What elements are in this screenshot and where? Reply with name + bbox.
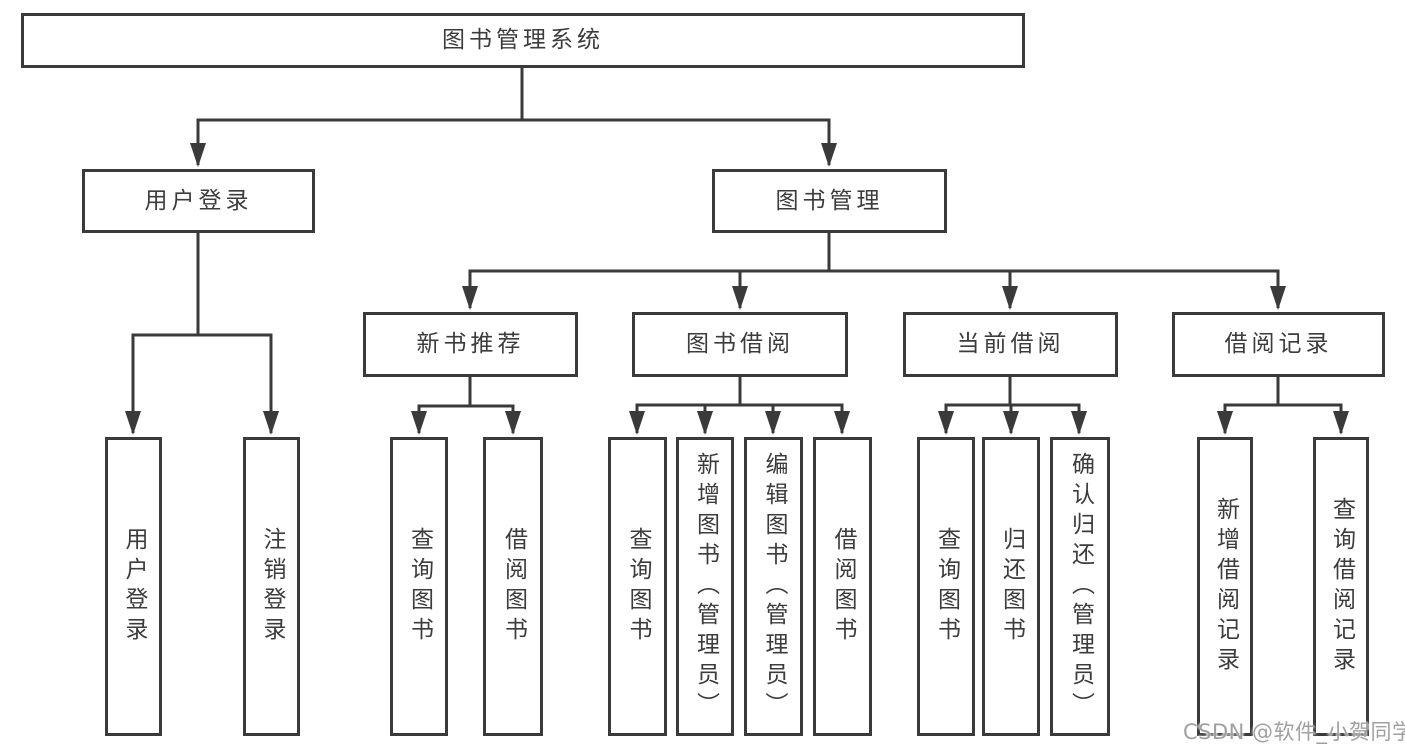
node-current-borrowing: 当前借阅 bbox=[903, 312, 1118, 377]
node-user-login: 用户登录 bbox=[82, 169, 315, 233]
edge-book-borrowing-to-add-book-admin bbox=[697, 377, 742, 435]
node-new-book-recommend: 新书推荐 bbox=[363, 312, 578, 377]
edge-library-system-to-user-login bbox=[190, 68, 524, 167]
node-book-management: 图书管理 bbox=[712, 169, 947, 233]
node-leaf-query-books-1: 查询图书 bbox=[390, 437, 448, 736]
edge-borrowing-records-to-query-borrow-record bbox=[1276, 377, 1349, 435]
watermark: CSDN @软件_小贺同学 bbox=[1183, 720, 1405, 744]
node-book-borrowing: 图书借阅 bbox=[632, 312, 848, 377]
node-leaf-add-book-admin: 新增图书（管理员） bbox=[676, 437, 734, 736]
node-leaf-borrow-books-1: 借阅图书 bbox=[483, 437, 543, 736]
node-leaf-user-login: 用户登录 bbox=[105, 437, 162, 736]
edge-user-login-to-leaf-user-login bbox=[125, 233, 200, 435]
node-borrowing-records: 借阅记录 bbox=[1172, 312, 1385, 377]
edge-current-borrowing-to-confirm-return-admin bbox=[1008, 377, 1087, 435]
node-leaf-add-borrow-record: 新增借阅记录 bbox=[1197, 437, 1253, 736]
node-leaf-query-books-3: 查询图书 bbox=[917, 437, 975, 736]
edge-user-login-to-leaf-logout bbox=[196, 233, 279, 435]
node-leaf-query-borrow-record: 查询借阅记录 bbox=[1313, 437, 1369, 736]
edge-book-management-to-book-borrowing bbox=[732, 233, 831, 310]
node-leaf-borrow-books-2: 借阅图书 bbox=[813, 437, 872, 736]
edge-book-management-to-borrowing-records bbox=[827, 233, 1286, 310]
edge-book-borrowing-to-borrow-books-2 bbox=[738, 377, 850, 435]
node-library-system: 图书管理系统 bbox=[21, 13, 1025, 68]
node-leaf-logout: 注销登录 bbox=[243, 437, 300, 736]
node-leaf-query-books-2: 查询图书 bbox=[608, 437, 667, 736]
edge-new-book-recommend-to-query-books-1 bbox=[411, 377, 472, 435]
node-leaf-confirm-return-admin: 确认归还（管理员） bbox=[1050, 437, 1110, 736]
edge-library-system-to-book-management bbox=[520, 68, 837, 167]
node-leaf-return-books: 归还图书 bbox=[982, 437, 1040, 736]
edge-borrowing-records-to-add-borrow-record bbox=[1217, 377, 1280, 435]
edge-current-borrowing-to-query-books-3 bbox=[938, 377, 1012, 435]
edge-new-book-recommend-to-borrow-books-1 bbox=[468, 377, 521, 435]
node-leaf-edit-book-admin: 编辑图书（管理员） bbox=[744, 437, 803, 736]
